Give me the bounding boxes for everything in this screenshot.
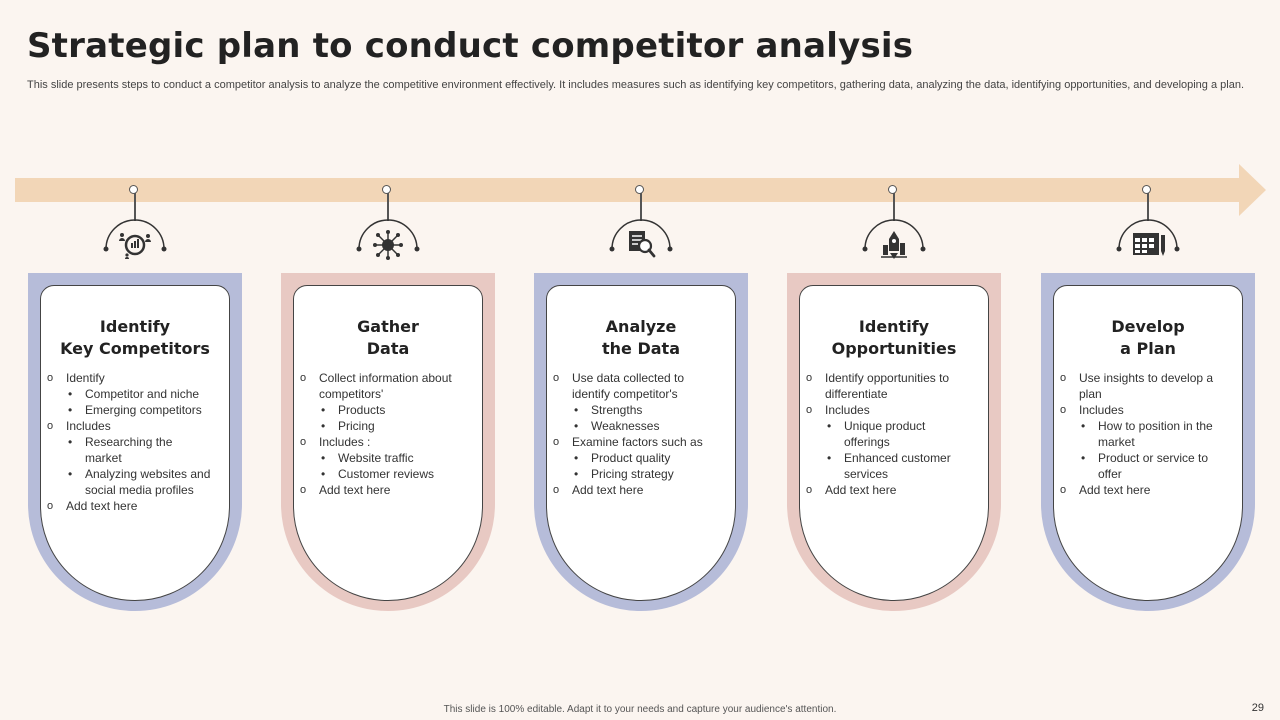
step-column-3: Analyze the Data Use data collected to i… <box>534 185 748 615</box>
list-item: Competitor and niche <box>47 386 229 402</box>
page-subtitle: This slide presents steps to conduct a c… <box>27 79 1245 91</box>
list-item: Identify opportunities to differentiate <box>806 370 965 402</box>
list-item: Includes <box>1060 402 1242 418</box>
list-item: Strengths <box>553 402 735 418</box>
list-item: Weaknesses <box>553 418 735 434</box>
timeline-dot <box>1142 185 1151 194</box>
card-list: Use insights to develop a plan Includes … <box>1054 370 1242 498</box>
list-item: Pricing <box>300 418 482 434</box>
card-title: Gather Data <box>357 317 419 358</box>
list-item: Product or service to offer <box>1060 450 1228 482</box>
card-list: Identify Competitor and niche Emerging c… <box>41 370 229 514</box>
list-item: Website traffic <box>300 450 482 466</box>
network-hub-icon <box>353 219 423 263</box>
list-item: Add text here <box>806 482 988 498</box>
card-list: Collect information about competitors' P… <box>294 370 482 498</box>
list-item: Pricing strategy <box>553 466 735 482</box>
step-card: Identify Key Competitors Identify Compet… <box>40 285 230 601</box>
step-card: Analyze the Data Use data collected to i… <box>546 285 736 601</box>
list-item: Emerging competitors <box>47 402 229 418</box>
list-item: Examine factors such as <box>553 434 735 450</box>
competitors-icon <box>100 219 170 263</box>
step-card: Identify Opportunities Identify opportun… <box>799 285 989 601</box>
timeline-dot <box>635 185 644 194</box>
page-number: 29 <box>1251 702 1264 714</box>
document-search-icon <box>606 219 676 263</box>
list-item: Customer reviews <box>300 466 482 482</box>
list-item: Analyzing websites and social media prof… <box>47 466 215 498</box>
list-item: Add text here <box>1060 482 1242 498</box>
timeline-dot <box>129 185 138 194</box>
list-item: Add text here <box>300 482 482 498</box>
step-card: Gather Data Collect information about co… <box>293 285 483 601</box>
page-title: Strategic plan to conduct competitor ana… <box>27 26 914 66</box>
card-title: Develop a Plan <box>1111 317 1185 358</box>
list-item: Includes <box>47 418 229 434</box>
list-item: Enhanced customer services <box>806 450 994 482</box>
step-card: Develop a Plan Use insights to develop a… <box>1053 285 1243 601</box>
step-column-5: Develop a Plan Use insights to develop a… <box>1041 185 1255 615</box>
step-column-4: Identify Opportunities Identify opportun… <box>787 185 1001 615</box>
step-column-1: Identify Key Competitors Identify Compet… <box>28 185 242 615</box>
list-item: Researching the market <box>47 434 180 466</box>
timeline-dot <box>382 185 391 194</box>
list-item: Product quality <box>553 450 735 466</box>
card-title: Identify Opportunities <box>831 317 957 358</box>
calendar-plan-icon <box>1113 219 1183 263</box>
list-item: Unique product offerings <box>806 418 964 450</box>
list-item: Includes : <box>300 434 482 450</box>
list-item: Add text here <box>553 482 735 498</box>
card-list: Identify opportunities to differentiate … <box>800 370 988 498</box>
timeline-dot <box>888 185 897 194</box>
step-column-2: Gather Data Collect information about co… <box>281 185 495 615</box>
rocket-growth-icon <box>859 219 929 263</box>
footer-note: This slide is 100% editable. Adapt it to… <box>443 704 837 715</box>
list-item: Identify <box>47 370 229 386</box>
list-item: Use data collected to identify competito… <box>553 370 707 402</box>
list-item: How to position in the market <box>1060 418 1223 450</box>
list-item: Use insights to develop a plan <box>1060 370 1234 402</box>
list-item: Collect information about competitors' <box>300 370 469 402</box>
list-item: Includes <box>806 402 988 418</box>
card-title: Analyze the Data <box>602 317 680 358</box>
list-item: Add text here <box>47 498 229 514</box>
card-title: Identify Key Competitors <box>60 317 210 358</box>
card-list: Use data collected to identify competito… <box>547 370 735 498</box>
list-item: Products <box>300 402 482 418</box>
